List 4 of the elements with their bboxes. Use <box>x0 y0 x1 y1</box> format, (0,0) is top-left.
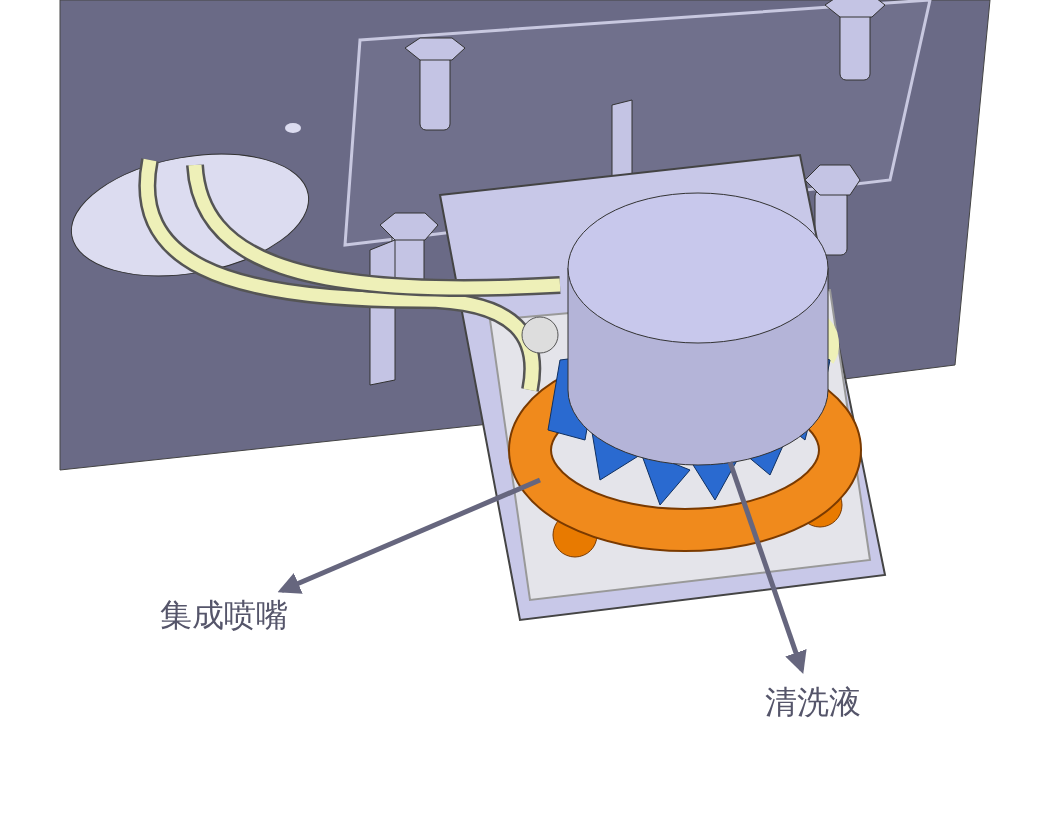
leader-line <box>727 461 807 675</box>
leader-line <box>277 477 541 594</box>
part-label: 集成喷嘴 <box>160 596 288 635</box>
part-label: 清洗液 <box>765 683 861 722</box>
